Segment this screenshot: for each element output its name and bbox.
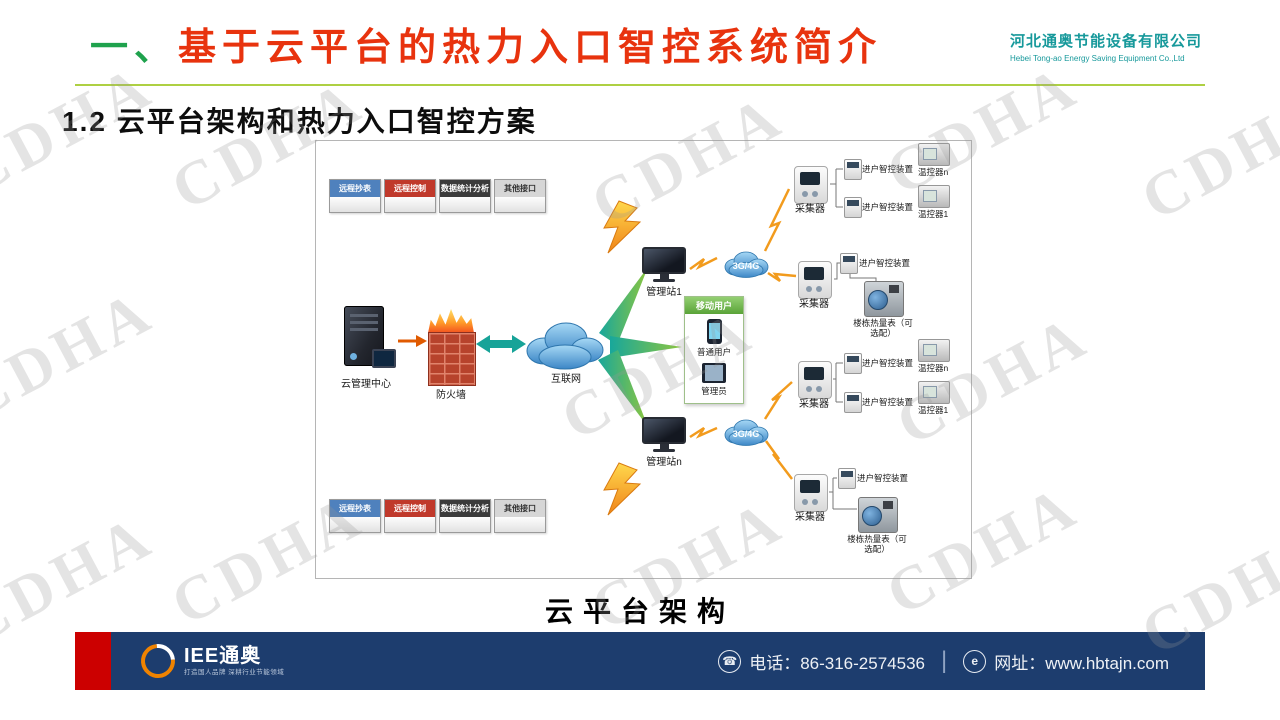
entry-device-label: 进户智控装置 — [859, 258, 911, 268]
tab-remote-meter-reading: 远程抄表 — [329, 179, 381, 213]
network-3g4g-label: 3G/4G — [732, 261, 760, 271]
lightning-bolt-icon — [603, 200, 642, 516]
logo-tagline: 打造国人品牌 深耕行业节能领域 — [184, 668, 285, 676]
wireless-lightning-links — [689, 188, 797, 480]
title-text: 基于云平台的热力入口智控系统简介 — [178, 27, 883, 69]
thermostat-n-label: 温控器n — [918, 167, 949, 177]
internet-label: 互联网 — [551, 374, 581, 385]
thermostat-1-label: 温控器1 — [918, 405, 949, 415]
thermostat-icon — [918, 339, 950, 362]
entry-device-icon — [844, 392, 862, 413]
collector-icon — [798, 361, 832, 399]
entry-device-icon — [844, 353, 862, 374]
entry-device-icon — [838, 468, 856, 489]
internet-cloud-icon — [526, 322, 604, 370]
diagram-connectors — [398, 168, 877, 516]
footer-logo: IEE通奥 打造国人品牌 深耕行业节能领域 — [134, 637, 285, 685]
globe-icon: e — [963, 649, 987, 673]
entry-device-label: 进户智控装置 — [857, 473, 909, 483]
heat-meter-icon — [858, 497, 898, 533]
collector-label: 采集器 — [795, 512, 825, 523]
watermark: CDHA — [0, 276, 166, 434]
footer-bar: IEE通奥 打造国人品牌 深耕行业节能领域 ☎ 电话：86-316-257453… — [75, 632, 1205, 690]
stationN-monitor-icon — [642, 417, 686, 455]
company-block: 河北通奥节能设备有限公司 Hebei Tong-ao Energy Saving… — [1010, 30, 1202, 63]
collector-icon — [794, 166, 828, 204]
thermostat-icon — [918, 143, 950, 166]
entry-device-label: 进户智控装置 — [862, 164, 914, 174]
tab-other-interface: 其他接口 — [494, 179, 546, 213]
collector-icon — [794, 474, 828, 512]
page-title: 一、基于云平台的热力入口智控系统简介 — [90, 16, 882, 71]
phone-icon: ☎ — [718, 649, 742, 673]
contact-separator: | — [940, 647, 948, 674]
tab-remote-control: 远程控制 — [384, 179, 436, 213]
tab-other-interface: 其他接口 — [494, 499, 546, 533]
collector-label: 采集器 — [795, 204, 825, 215]
network-arrows — [398, 267, 682, 427]
watermark: CDHA — [1130, 76, 1280, 234]
entry-device-label: 进户智控装置 — [862, 358, 914, 368]
thermostat-icon — [918, 185, 950, 208]
mobile-network-cloud-icon — [724, 251, 769, 446]
stationN-label: 管理站n — [646, 457, 682, 468]
thermostat-icon — [918, 381, 950, 404]
station1-label: 管理站1 — [646, 287, 682, 298]
section-subtitle: 1.2 云平台架构和热力入口智控方案 — [62, 106, 537, 137]
cloud-center-label: 云管理中心 — [341, 379, 391, 390]
mobile-users-panel: 移动用户 普通用户 管理员 — [684, 296, 744, 404]
tab-data-statistics: 数据统计分析 — [439, 499, 491, 533]
header-divider — [75, 84, 1205, 86]
website-url: 网址：www.hbtajn.com — [994, 653, 1169, 673]
collector-label: 采集器 — [799, 299, 829, 310]
entry-device-label: 进户智控装置 — [862, 397, 914, 407]
footer-contact: ☎ 电话：86-316-2574536 | e 网址：www.hbtajn.co… — [718, 647, 1169, 675]
server-monitor-icon — [372, 349, 396, 368]
ordinary-user-label: 普通用户 — [696, 347, 731, 357]
smartphone-icon — [706, 319, 722, 344]
tablet-icon — [702, 363, 726, 383]
heat-meter-label: 楼栋热量表（可选配） — [847, 534, 907, 555]
collector-icon — [798, 261, 832, 299]
title-number: 一、 — [90, 27, 179, 69]
logo-text: IEE通奥 — [184, 644, 262, 667]
website-item: e 网址：www.hbtajn.com — [963, 649, 1169, 674]
thermostat-n-label: 温控器n — [918, 363, 949, 373]
tab-remote-meter-reading: 远程抄表 — [329, 499, 381, 533]
firewall-icon — [428, 332, 476, 386]
phone-number: 电话：86-316-2574536 — [749, 653, 925, 673]
thermostat-1-label: 温控器1 — [918, 209, 949, 219]
device-bracket-lines — [829, 168, 877, 510]
tab-data-statistics: 数据统计分析 — [439, 179, 491, 213]
entry-device-label: 进户智控装置 — [862, 202, 914, 212]
entry-device-icon — [844, 197, 862, 218]
entry-device-icon — [844, 159, 862, 180]
mobile-users-header: 移动用户 — [685, 297, 743, 314]
firewall-label: 防火墙 — [436, 390, 466, 401]
entry-device-icon — [840, 253, 858, 274]
admin-label: 管理员 — [701, 386, 727, 396]
heat-meter-icon — [864, 281, 904, 317]
diagram-caption: 云平台架构 — [544, 597, 735, 628]
tab-remote-control: 远程控制 — [384, 499, 436, 533]
service-tabs-bottom: 远程抄表 远程控制 数据统计分析 其他接口 — [329, 499, 546, 533]
footer-red-accent — [75, 632, 111, 690]
phone-item: ☎ 电话：86-316-2574536 — [718, 649, 925, 674]
heat-meter-label: 楼栋热量表（可选配） — [853, 318, 913, 339]
company-name-cn: 河北通奥节能设备有限公司 — [1009, 33, 1202, 50]
network-3g4g-label: 3G/4G — [732, 429, 760, 439]
service-tabs-top: 远程抄表 远程控制 数据统计分析 其他接口 — [329, 179, 546, 213]
station1-monitor-icon — [642, 247, 686, 285]
architecture-diagram: 远程抄表 远程控制 数据统计分析 其他接口 远程抄表 远程控制 数据统计分析 其… — [315, 140, 972, 579]
company-name-en: Hebei Tong-ao Energy Saving Equipment Co… — [1009, 54, 1185, 63]
collector-label: 采集器 — [799, 399, 829, 410]
company-logo-icon — [134, 637, 182, 685]
